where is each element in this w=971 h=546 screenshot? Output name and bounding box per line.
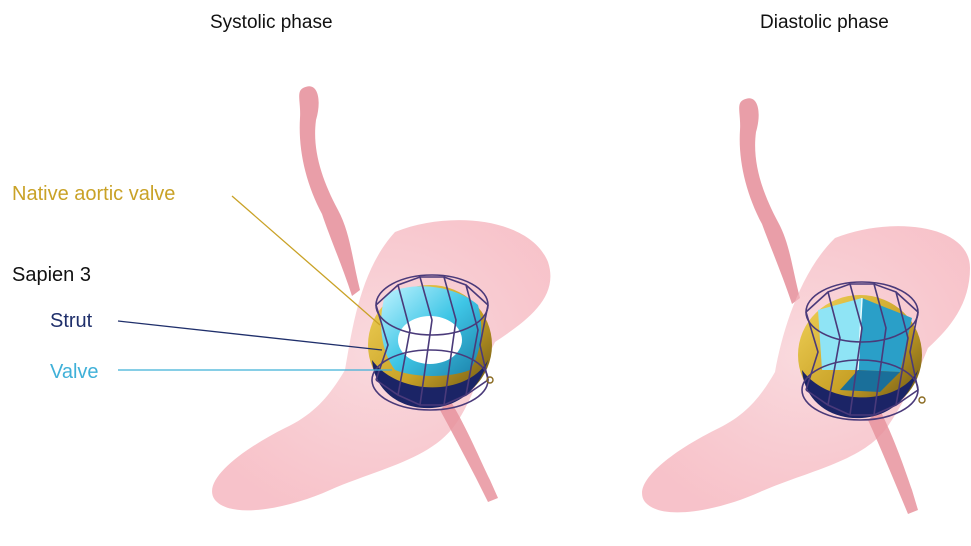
marker-diastolic (919, 397, 925, 403)
lower-vessel-diastolic (868, 410, 918, 514)
coronary-artery-diastolic (739, 98, 800, 304)
lower-vessel-systolic (440, 400, 498, 502)
systolic-model (212, 86, 550, 510)
diastolic-model (642, 98, 970, 514)
strut-leader (118, 321, 382, 350)
native-aortic-valve-leader (232, 196, 380, 325)
coronary-artery-systolic (299, 86, 360, 296)
